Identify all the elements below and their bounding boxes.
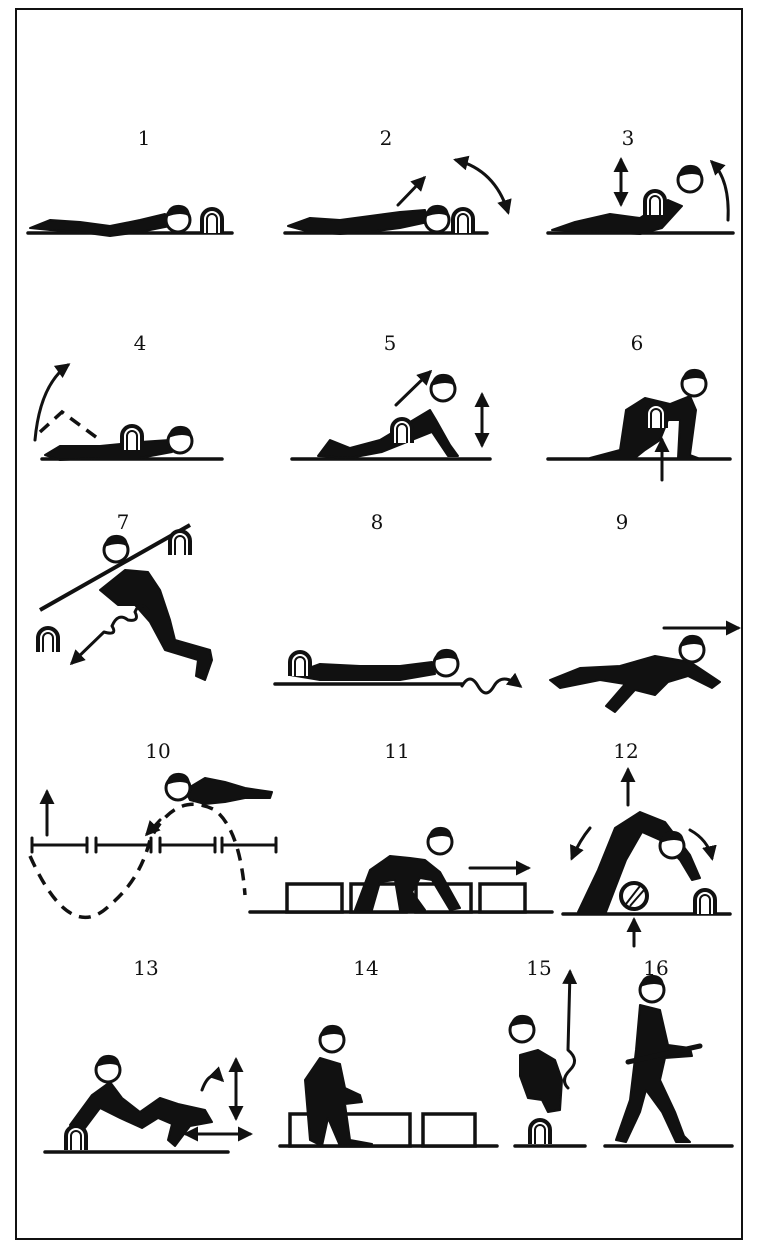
lying-body bbox=[288, 210, 428, 234]
hoop-icon bbox=[66, 1126, 86, 1150]
hoop-icon bbox=[453, 209, 473, 233]
lying-body bbox=[45, 440, 172, 460]
exercise-figure-8 bbox=[275, 649, 520, 693]
figure-number: 3 bbox=[622, 126, 635, 150]
hoop-icon bbox=[170, 531, 190, 555]
figure-number: 11 bbox=[384, 739, 409, 763]
head-icon bbox=[678, 165, 702, 192]
exercise-figure-1 bbox=[28, 205, 232, 236]
exercise-figure-14 bbox=[280, 1025, 497, 1146]
hoop-icon bbox=[290, 652, 310, 676]
block bbox=[287, 884, 342, 912]
head-icon bbox=[680, 635, 704, 662]
crawling-body bbox=[550, 656, 720, 712]
exercise-figure-3 bbox=[548, 160, 733, 234]
figure-number: 4 bbox=[134, 331, 147, 355]
floor-segment bbox=[160, 838, 215, 852]
figure-number: 10 bbox=[145, 739, 170, 763]
hoop-icon bbox=[695, 890, 715, 914]
curved-arrow-icon bbox=[35, 365, 68, 440]
hoop-icon bbox=[530, 1120, 550, 1144]
exercise-figure-15 bbox=[510, 972, 585, 1146]
crawling-body bbox=[355, 856, 460, 910]
spiral-arrow-icon bbox=[72, 605, 148, 663]
figure-number: 8 bbox=[371, 510, 384, 534]
ball-icon bbox=[621, 883, 647, 909]
head-icon bbox=[428, 827, 452, 854]
exercise-figure-4 bbox=[35, 365, 222, 460]
hoop-icon bbox=[646, 404, 666, 428]
curved-arrow-icon bbox=[572, 828, 590, 858]
figure-number: 6 bbox=[631, 331, 644, 355]
head-icon bbox=[166, 205, 190, 232]
arrow-icon bbox=[396, 372, 430, 405]
head-icon bbox=[168, 426, 192, 453]
figure-number: 1 bbox=[138, 126, 151, 150]
figure-number: 13 bbox=[133, 956, 158, 980]
curved-arrow-icon bbox=[690, 830, 712, 858]
block bbox=[423, 1114, 475, 1146]
walking-body bbox=[616, 1005, 692, 1142]
exercise-figure-13 bbox=[45, 1055, 250, 1152]
hoop-icon bbox=[202, 209, 222, 233]
figure-number: 12 bbox=[613, 739, 638, 763]
hanging-body bbox=[100, 570, 212, 680]
diving-body bbox=[185, 778, 272, 804]
hoop-icon bbox=[122, 426, 142, 450]
curved-arrow-icon bbox=[202, 1076, 222, 1090]
exercise-figure-11 bbox=[250, 827, 552, 912]
curved-arrow-icon bbox=[456, 160, 508, 212]
head-icon bbox=[166, 773, 190, 800]
wavy-arrow-icon bbox=[462, 679, 520, 693]
dashed-trajectory bbox=[30, 804, 245, 917]
exercise-figure-16 bbox=[605, 975, 732, 1146]
floor-segment bbox=[222, 838, 276, 852]
head-icon bbox=[431, 374, 455, 401]
head-icon bbox=[682, 369, 706, 396]
hoop-icon bbox=[392, 419, 412, 443]
sitting-body bbox=[70, 1082, 212, 1146]
exercise-figure-6 bbox=[548, 369, 730, 480]
exercise-figure-5 bbox=[292, 372, 490, 459]
exercise-figure-12 bbox=[563, 770, 730, 946]
arrow-icon bbox=[398, 178, 424, 205]
hoop-icon bbox=[645, 191, 665, 215]
exercise-figure-2 bbox=[285, 160, 508, 234]
pushup-body bbox=[318, 410, 458, 458]
head-icon bbox=[320, 1025, 344, 1052]
wavy-arrow-icon bbox=[564, 972, 574, 1088]
figure-number: 14 bbox=[353, 956, 378, 980]
exercise-figure-9 bbox=[550, 628, 738, 712]
head-icon bbox=[660, 831, 684, 858]
dashed-leg-path bbox=[40, 412, 100, 440]
figure-number: 15 bbox=[526, 956, 551, 980]
head-icon bbox=[425, 205, 449, 232]
head-icon bbox=[510, 1015, 534, 1042]
figure-number: 9 bbox=[616, 510, 629, 534]
head-icon bbox=[434, 649, 458, 676]
hoop-icon bbox=[38, 628, 58, 652]
exercise-figure-10 bbox=[30, 773, 276, 917]
floor-segment bbox=[32, 838, 87, 852]
exercise-figure-7 bbox=[38, 525, 212, 680]
floor-segment bbox=[96, 838, 151, 852]
head-icon bbox=[640, 975, 664, 1002]
curved-arrow-icon bbox=[712, 162, 728, 220]
crouching-body bbox=[520, 1050, 562, 1112]
head-icon bbox=[96, 1055, 120, 1082]
head-icon bbox=[104, 535, 128, 562]
figure-number: 5 bbox=[384, 331, 397, 355]
block bbox=[480, 884, 525, 912]
figure-number: 2 bbox=[380, 126, 393, 150]
figure-number: 7 bbox=[117, 510, 130, 534]
